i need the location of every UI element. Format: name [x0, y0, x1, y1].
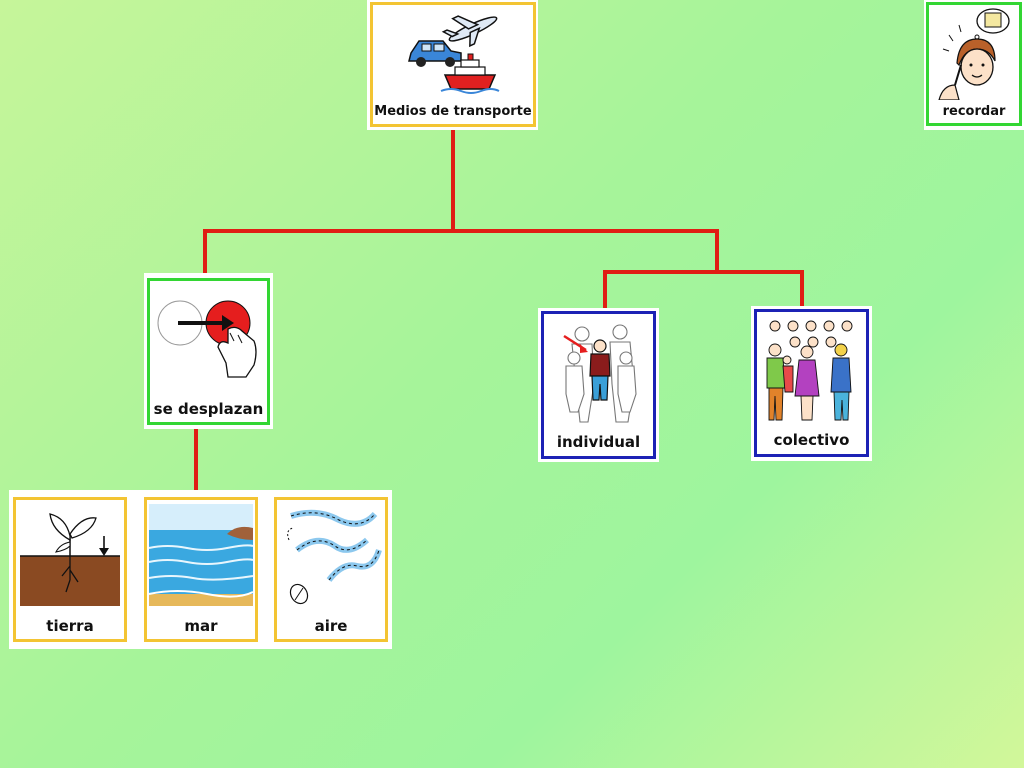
card-label: tierra	[46, 617, 94, 635]
remember-icon	[938, 8, 1010, 100]
card-label: recordar	[942, 104, 1006, 119]
card-tierra[interactable]: tierra	[13, 497, 127, 642]
card-mar[interactable]: mar	[144, 497, 258, 642]
card-label: Medios de transporte	[374, 104, 532, 119]
card-individual[interactable]: individual	[541, 311, 656, 459]
card-label: individual	[556, 433, 641, 451]
transport-icon	[408, 15, 500, 94]
sea-icon	[148, 504, 254, 606]
wind-icon	[287, 509, 382, 605]
card-label: se desplazan	[153, 400, 264, 418]
card-recordar[interactable]: recordar	[926, 2, 1022, 126]
card-label: mar	[184, 617, 218, 635]
card-medios-de-transporte[interactable]: Medios de transporte	[370, 2, 536, 127]
individual-icon	[563, 324, 637, 423]
card-label: colectivo	[773, 431, 850, 449]
card-label: aire	[314, 617, 348, 635]
card-aire[interactable]: aire	[274, 497, 388, 642]
card-colectivo[interactable]: colectivo	[754, 309, 869, 457]
card-se-desplazan[interactable]: se desplazan	[147, 278, 270, 425]
soil-plant-icon	[20, 513, 120, 606]
group-icon	[766, 320, 853, 421]
move-icon	[157, 300, 257, 378]
